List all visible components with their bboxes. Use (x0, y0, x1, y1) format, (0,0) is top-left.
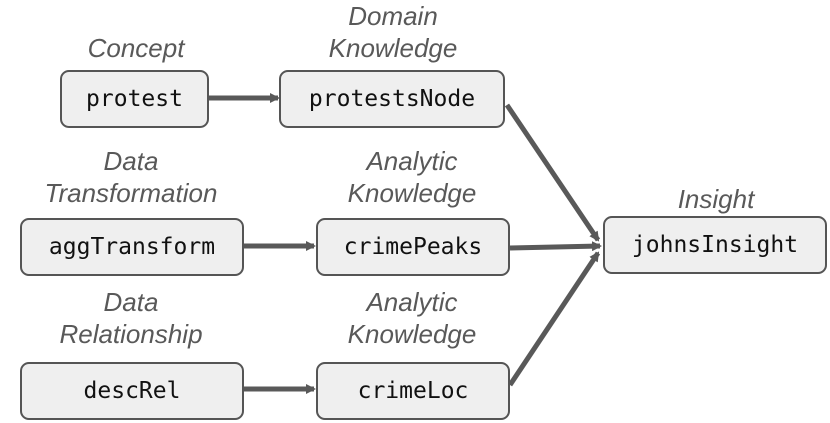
node-label: crimeLoc (357, 378, 469, 404)
category-insight: Insight (677, 184, 755, 214)
node-descRel[interactable]: descRel (20, 362, 244, 420)
node-crimeLoc[interactable]: crimeLoc (316, 362, 510, 420)
category-data-relationship: Data Relationship (59, 287, 203, 349)
node-crimePeaks[interactable]: crimePeaks (316, 218, 510, 276)
category-domain-knowledge: Domain Knowledge (328, 1, 458, 63)
node-label: protest (86, 86, 183, 112)
category-concept: Concept (87, 33, 185, 63)
node-label: crimePeaks (343, 234, 483, 260)
edge-crimePeaks-to-johnsInsight (509, 241, 602, 252)
node-label: descRel (83, 378, 181, 404)
category-analytic-knowledge-2: Analytic Knowledge (347, 287, 477, 349)
node-aggTransform[interactable]: aggTransform (20, 218, 244, 276)
node-protestsNode[interactable]: protestsNode (279, 70, 505, 128)
node-label: aggTransform (48, 234, 216, 260)
node-label: protestsNode (308, 86, 476, 112)
node-label: johnsInsight (631, 232, 799, 258)
category-analytic-knowledge-1: Analytic Knowledge (347, 146, 477, 208)
node-protest[interactable]: protest (60, 70, 209, 128)
edge-crimeLoc-to-johnsInsight (507, 251, 601, 387)
node-johnsInsight[interactable]: johnsInsight (603, 216, 827, 274)
edge-protestsNode-to-johnsInsight (504, 103, 601, 242)
category-data-transformation: Data Transformation (44, 146, 218, 208)
